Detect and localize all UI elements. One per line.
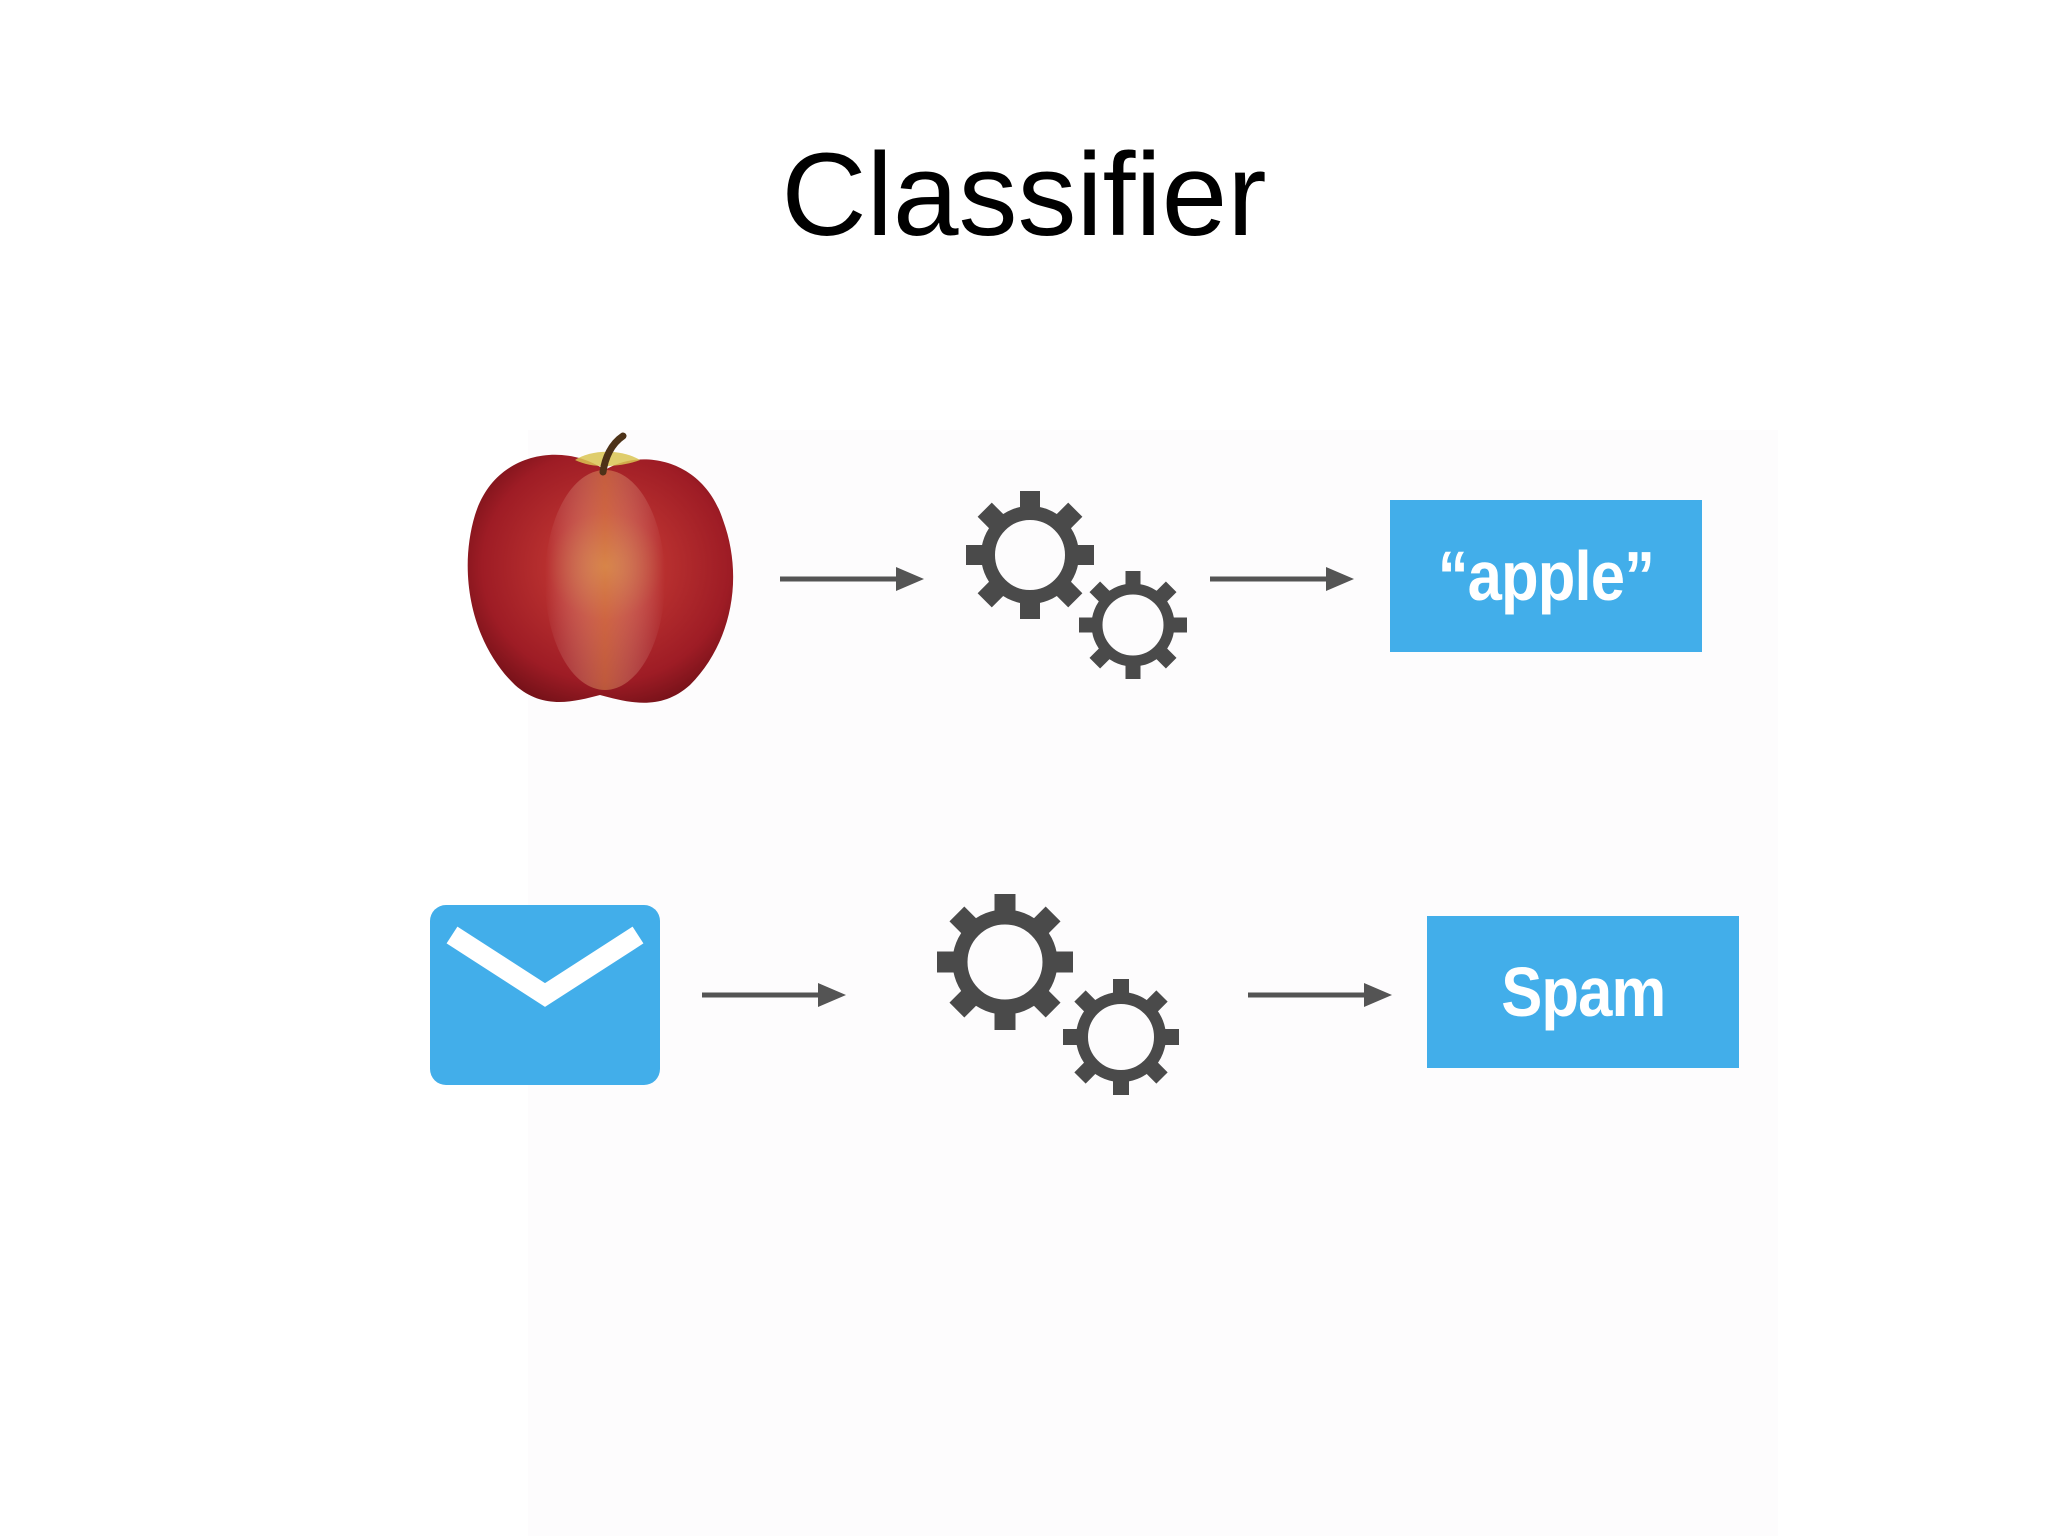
arrow-icon xyxy=(1248,983,1392,1007)
output-label-spam: Spam xyxy=(1427,916,1739,1068)
arrow-icon xyxy=(780,567,924,591)
arrow-icon xyxy=(702,983,846,1007)
gears-icon xyxy=(966,491,1187,679)
output-label-text: “apple” xyxy=(1437,537,1655,615)
arrow-icon xyxy=(1210,567,1354,591)
apple-icon xyxy=(467,432,734,703)
envelope-icon xyxy=(430,905,660,1085)
slide-title: Classifier xyxy=(781,129,1267,261)
gears-icon xyxy=(937,894,1179,1095)
output-label-text: Spam xyxy=(1500,953,1666,1031)
output-label-apple: “apple” xyxy=(1390,500,1702,652)
